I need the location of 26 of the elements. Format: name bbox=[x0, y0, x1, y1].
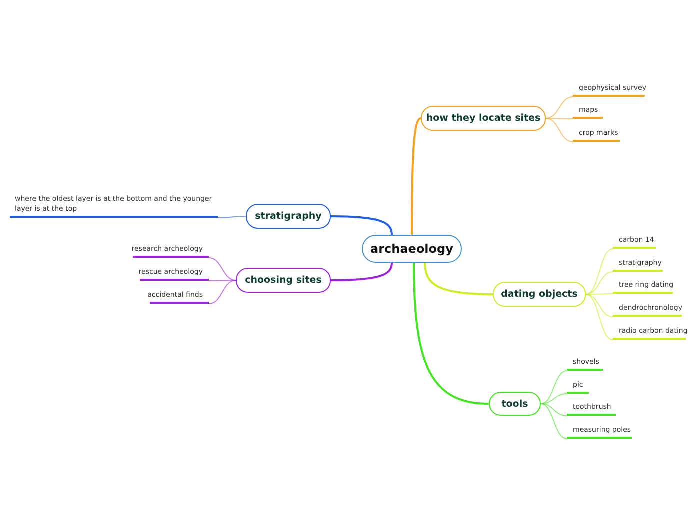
connector-line bbox=[586, 294, 614, 340]
connector-line bbox=[546, 118, 574, 142]
connector-line bbox=[208, 280, 236, 282]
connector-line bbox=[208, 258, 236, 281]
connector-line bbox=[586, 272, 614, 295]
topic-box: stratigraphy bbox=[246, 204, 331, 229]
topic-box: how they locate sites bbox=[421, 106, 546, 131]
connector-line bbox=[586, 248, 614, 295]
connector-line bbox=[330, 216, 393, 236]
connector-line bbox=[586, 294, 614, 318]
topic-box: tools bbox=[489, 392, 541, 416]
connector-line bbox=[411, 118, 422, 235]
connector-line bbox=[540, 370, 568, 404]
connector-line bbox=[208, 280, 236, 304]
connector-line bbox=[546, 96, 574, 119]
connector-line bbox=[413, 262, 490, 405]
connector-line bbox=[218, 216, 246, 218]
connector-line bbox=[586, 294, 614, 295]
connector-line bbox=[546, 118, 574, 120]
connector-line bbox=[540, 404, 568, 416]
connector-line bbox=[540, 404, 568, 440]
connector-line bbox=[330, 262, 393, 282]
topic-box: choosing sites bbox=[236, 268, 331, 293]
central-topic-box: archaeology bbox=[362, 235, 462, 263]
topic-box: dating objects bbox=[493, 282, 586, 307]
connector-line bbox=[424, 262, 494, 296]
